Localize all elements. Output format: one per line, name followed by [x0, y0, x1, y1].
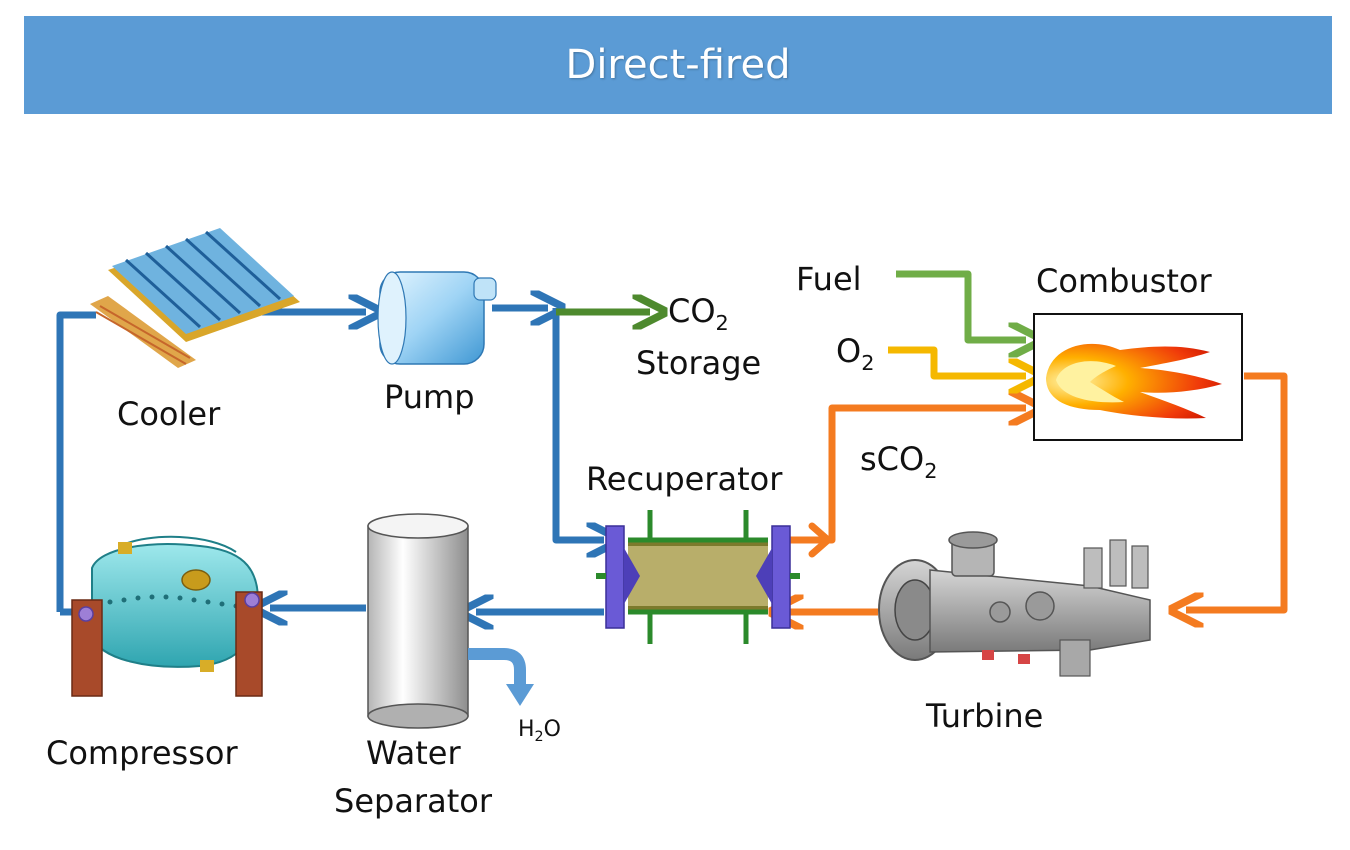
recuperator-to-combustor-arrow: [778, 408, 1026, 544]
compressor-icon: [71, 535, 263, 697]
pump-icon: [377, 271, 497, 365]
water-separator-label-line1: Water: [366, 734, 461, 772]
co2-storage-label-line2: Storage: [636, 344, 761, 382]
oxygen-arrow: [888, 346, 1026, 376]
turbine-label: Turbine: [925, 697, 1043, 735]
cooler-icon: [90, 228, 300, 368]
title-banner: Direct-fired: [24, 16, 1332, 114]
pump-to-recuperator-arrow: [552, 308, 604, 540]
water-label: H2O: [518, 717, 561, 745]
combustor-label: Combustor: [1036, 262, 1212, 300]
recuperator-label: Recuperator: [586, 460, 783, 498]
recuperator-icon: [596, 510, 800, 644]
oxygen-label: O2: [836, 332, 874, 375]
combustor-icon: [1033, 313, 1243, 441]
compressor-label: Compressor: [46, 734, 238, 772]
sco2-label: sCO2: [860, 440, 937, 483]
turbine-icon: [878, 531, 1151, 677]
recuperator-outlet-arrowhead: [808, 522, 832, 558]
cooler-label: Cooler: [117, 395, 221, 433]
co2-storage-label: CO2: [668, 292, 729, 335]
water-separator-icon: [367, 513, 534, 729]
page-title: Direct-fired: [565, 42, 791, 88]
compressor-to-cooler-line: [56, 311, 96, 612]
labels: Cooler Pump CO2 Storage Fuel O2 Combusto…: [46, 260, 1212, 820]
pump-label: Pump: [384, 378, 475, 416]
combustor-to-turbine-arrow: [1186, 372, 1288, 610]
water-drain-arrow: [468, 648, 526, 686]
fuel-label: Fuel: [796, 260, 862, 298]
flow-lines: [56, 270, 1288, 612]
fuel-arrow: [896, 270, 1026, 340]
water-separator-label-line2: Separator: [334, 782, 493, 820]
